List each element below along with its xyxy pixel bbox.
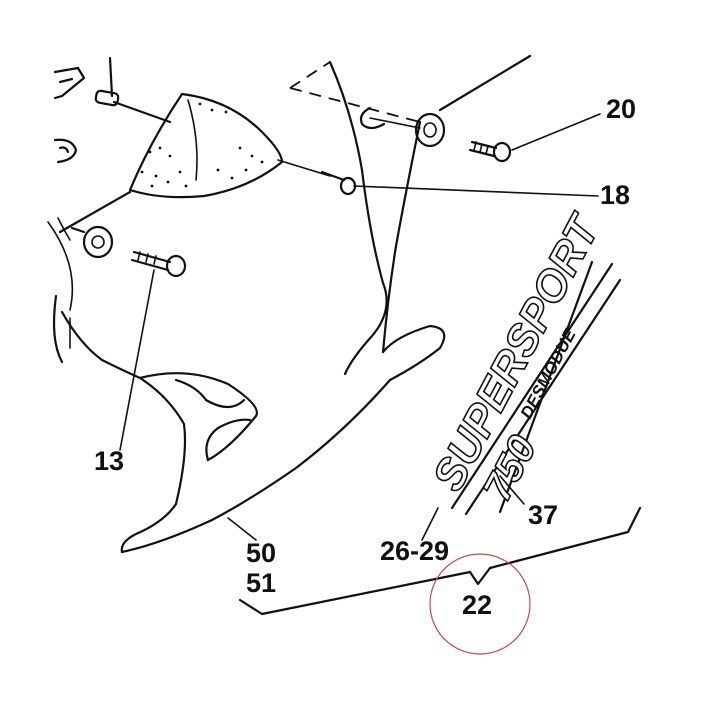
assembly-bracket-22 — [238, 506, 642, 616]
leader-lines — [119, 113, 601, 541]
windscreen-panel — [128, 92, 284, 199]
decal-panel: SUPERSPORT 750 DESMODUE — [423, 205, 622, 516]
callout-26-29: 26-29 — [380, 536, 449, 566]
grommet-left-icon — [58, 190, 132, 259]
highlight-circle — [429, 553, 531, 655]
callout-20: 20 — [606, 94, 636, 124]
callout-37: 37 — [528, 500, 558, 530]
screw-top-left-icon — [94, 56, 172, 124]
grommet-right-icon — [359, 54, 532, 148]
fairing-body — [47, 60, 446, 554]
callout-13: 13 — [94, 446, 124, 476]
bolt-20-icon — [468, 140, 512, 163]
upper-cowl-dashed-outline — [289, 61, 421, 123]
screw-18-icon — [277, 159, 357, 196]
left-bracket-fragment — [53, 66, 86, 164]
callout-22: 22 — [462, 590, 492, 620]
callout-18: 18 — [600, 180, 630, 210]
bolt-13-icon — [130, 250, 187, 278]
callout-50: 50 — [246, 538, 276, 568]
callout-51: 51 — [246, 568, 276, 598]
